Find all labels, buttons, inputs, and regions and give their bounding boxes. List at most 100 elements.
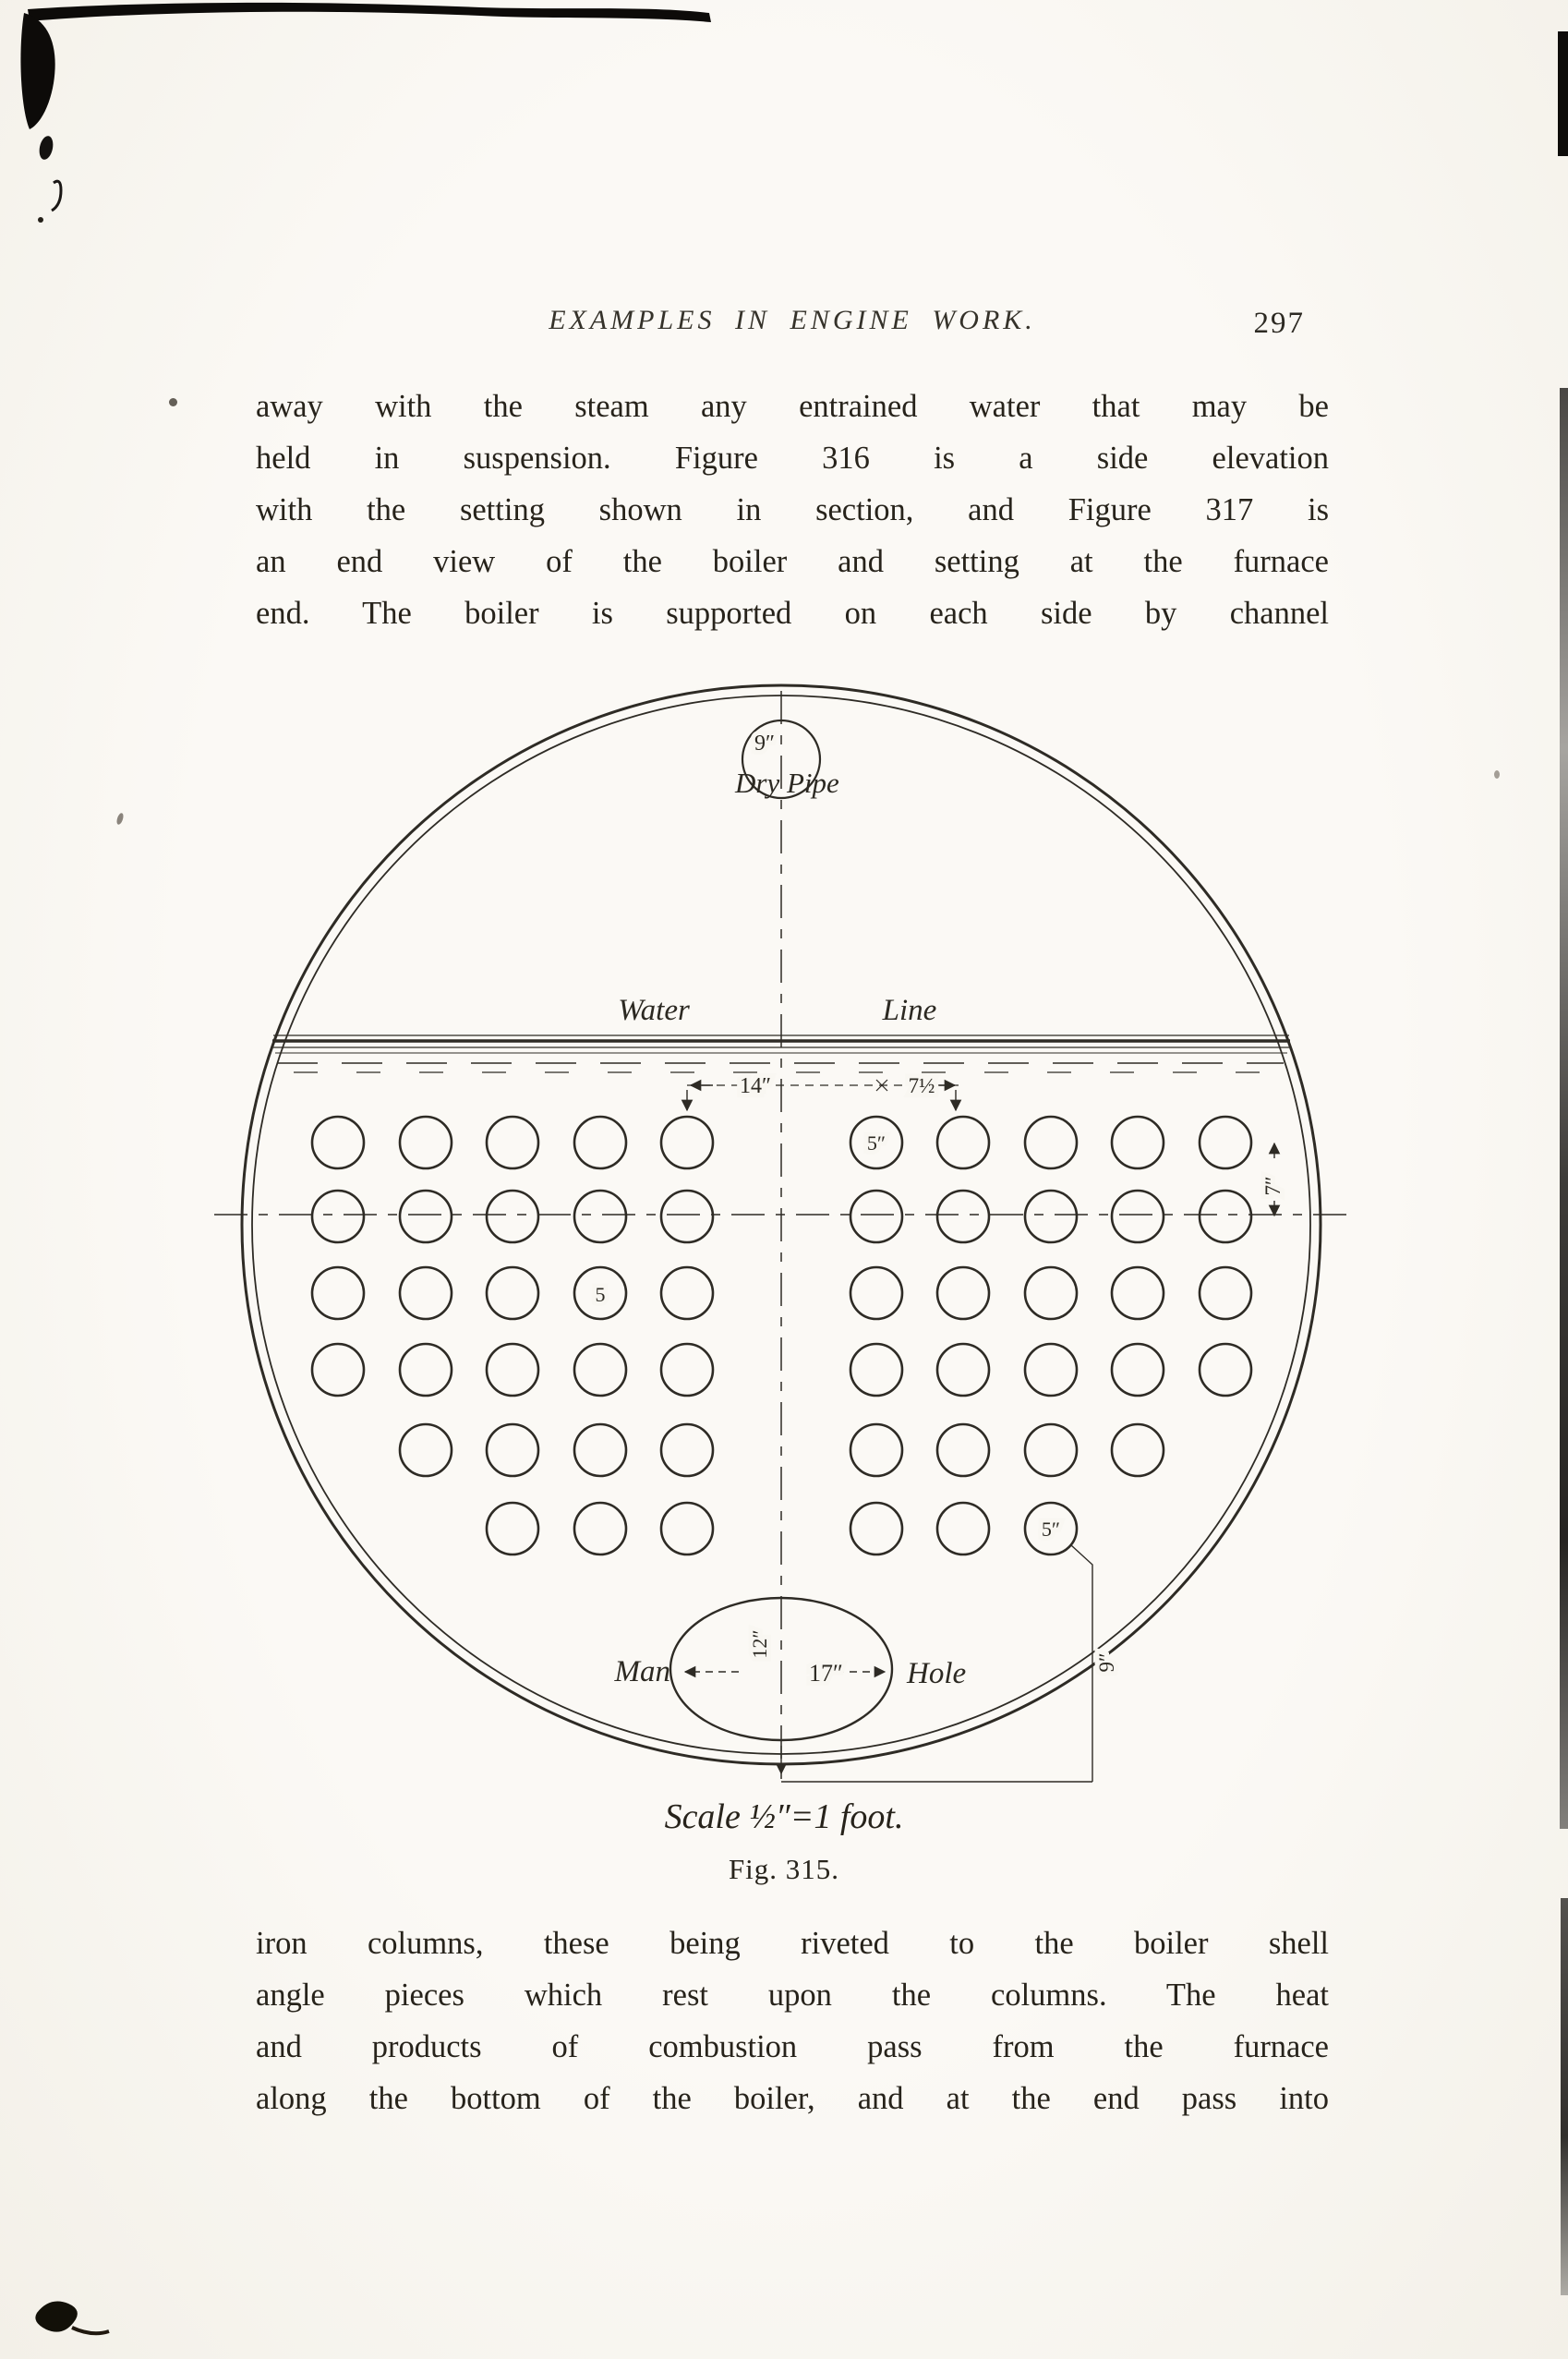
page-number: 297 [1253, 307, 1305, 340]
label-dim-14: 14″ [740, 1074, 771, 1098]
label-dry-pipe: Dry Pipe [734, 767, 839, 799]
scan-artifact-right-strip [1560, 388, 1568, 1829]
tube [659, 1265, 715, 1321]
label-dim-12: 12″ [748, 1629, 771, 1658]
tube [1023, 1342, 1079, 1397]
page-title: EXAMPLES IN ENGINE WORK. [549, 305, 1036, 335]
tube [1023, 1189, 1079, 1244]
tube [1198, 1115, 1253, 1170]
tube [849, 1189, 904, 1244]
label-water: Water [618, 994, 690, 1027]
tube [849, 1115, 904, 1170]
tube [849, 1342, 904, 1397]
paragraph-2: iron columns, these being riveted to the… [256, 1917, 1329, 2124]
tube [1023, 1115, 1079, 1170]
scan-speck [1494, 770, 1500, 779]
water-line-band [272, 1034, 1290, 1073]
tube [659, 1189, 715, 1244]
tube [1110, 1115, 1165, 1170]
text-line: end. The boiler is supported on each sid… [256, 596, 1329, 631]
label-dim-7half: 7½ [909, 1074, 935, 1097]
tube [485, 1501, 540, 1556]
tube [1023, 1265, 1079, 1321]
tube [659, 1501, 715, 1556]
tube [1023, 1501, 1079, 1556]
label-line: Line [882, 994, 937, 1027]
text-line: iron columns, these being riveted to the… [256, 1926, 1329, 1961]
tube-field [310, 1115, 1253, 1556]
tube [485, 1265, 540, 1321]
tube [1110, 1189, 1165, 1244]
tube [310, 1115, 366, 1170]
tube [485, 1189, 540, 1244]
man-hole-ellipse [669, 1596, 894, 1742]
dry-pipe-circle [741, 719, 822, 800]
scan-artifact-right-strip [1558, 31, 1568, 156]
label-tube-5in-top: 5″ [867, 1131, 886, 1155]
tube [849, 1422, 904, 1478]
scan-artifact-bottom-ink [35, 2301, 110, 2336]
scan-artifact-top-ink [20, 2, 711, 223]
tube [573, 1189, 628, 1244]
label-tube-5-left: 5 [596, 1283, 606, 1306]
tube [485, 1115, 540, 1170]
tube [1110, 1422, 1165, 1478]
tube [310, 1342, 366, 1397]
tube [1023, 1422, 1079, 1478]
figure-caption: Scale ½″=1 foot. [664, 1797, 904, 1836]
tube [1198, 1265, 1253, 1321]
tube [849, 1265, 904, 1321]
tube [935, 1422, 991, 1478]
tube [573, 1115, 628, 1170]
tube [573, 1501, 628, 1556]
dimension-pitch-7: 7″ [1257, 1142, 1289, 1217]
text-line: away with the steam any entrained water … [256, 389, 1329, 424]
tube [310, 1189, 366, 1244]
tube [659, 1342, 715, 1397]
tube [659, 1422, 715, 1478]
tube [1198, 1189, 1253, 1244]
label-dry-pipe-size: 9″ [754, 732, 775, 756]
dimension-9: 9″ [781, 1544, 1123, 1783]
text-line: and products of combustion pass from the… [256, 2029, 1329, 2064]
scan-speck [169, 398, 177, 406]
tube [485, 1422, 540, 1478]
tube [398, 1422, 453, 1478]
tube [310, 1265, 366, 1321]
tube [398, 1265, 453, 1321]
running-head: EXAMPLES IN ENGINE WORK. 297 [256, 305, 1329, 349]
text-line: angle pieces which rest upon the columns… [256, 1978, 1329, 2013]
dimension-14-7half: 14″ 7½ [681, 1070, 962, 1112]
figure-315: 9″ Dry Pipe Water Line 14″ 7½ 5″ [214, 684, 1346, 1783]
paragraph-1: away with the steam any entrained water … [256, 381, 1329, 639]
tube [935, 1501, 991, 1556]
label-pitch-7: 7″ [1261, 1176, 1285, 1195]
label-hole: Hole [906, 1657, 966, 1690]
tube [398, 1115, 453, 1170]
tube [935, 1265, 991, 1321]
text-line: with the setting shown in section, and F… [256, 492, 1329, 527]
text-line: an end view of the boiler and setting at… [256, 544, 1329, 579]
tube [1110, 1342, 1165, 1397]
tube [485, 1342, 540, 1397]
tube [1110, 1265, 1165, 1321]
tube [849, 1501, 904, 1556]
tube [573, 1265, 628, 1321]
tube [398, 1342, 453, 1397]
scan-artifact-right-strip [1561, 1898, 1568, 2295]
dimension-17: 17″ [683, 1655, 887, 1691]
tube [1198, 1342, 1253, 1397]
label-man: Man [614, 1655, 671, 1688]
text-line: held in suspension. Figure 316 is a side… [256, 441, 1329, 476]
figure-number: Fig. 315. [728, 1853, 840, 1885]
text-line: along the bottom of the boiler, and at t… [256, 2081, 1329, 2116]
tube [659, 1115, 715, 1170]
label-dim-17: 17″ [809, 1660, 843, 1687]
label-tube-5in-bottom: 5″ [1042, 1518, 1060, 1541]
tube [398, 1189, 453, 1244]
tube [935, 1342, 991, 1397]
tube [935, 1189, 991, 1244]
label-dim-9: 9″ [1095, 1652, 1118, 1672]
tube [935, 1115, 991, 1170]
